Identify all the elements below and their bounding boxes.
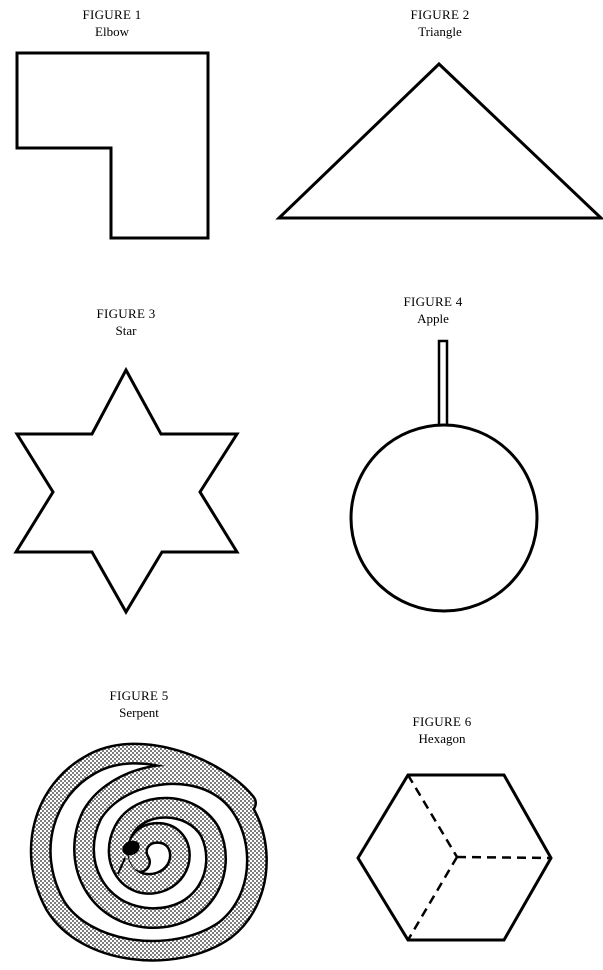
- hexagon-shape: [0, 0, 603, 970]
